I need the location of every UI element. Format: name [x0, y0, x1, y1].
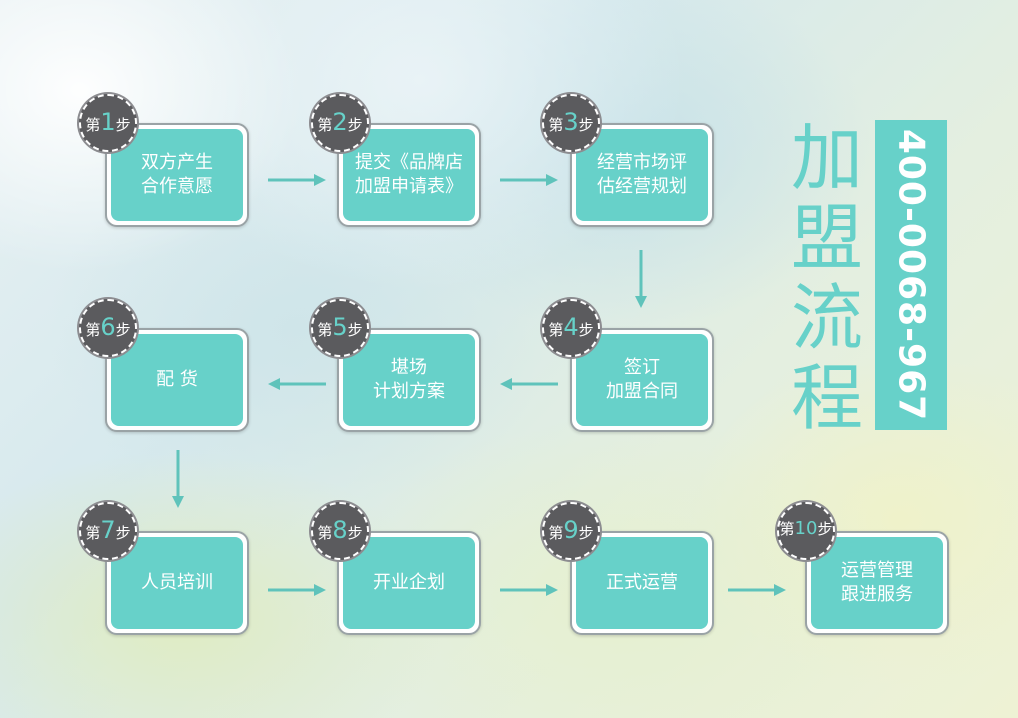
arrow-right-7-8 [268, 584, 326, 596]
arrow-right-8-9 [500, 584, 558, 596]
step-5-badge-prefix: 第 [317, 321, 333, 339]
step-1-badge-number: 1 [100, 108, 116, 136]
step-10-line-2: 跟进服务 [841, 584, 913, 605]
step-3-badge-number: 3 [563, 108, 579, 136]
step-7-badge-number: 7 [100, 516, 116, 544]
step-4-line-1: 签订 [624, 357, 660, 378]
step-2-box: 提交《品牌店 加盟申请表》 [337, 123, 481, 227]
step-10-badge-prefix: 第 [779, 520, 795, 538]
title-char-3: 流 [790, 276, 863, 360]
step-7-badge-prefix: 第 [85, 524, 101, 542]
title-char-1: 加 [790, 116, 863, 200]
step-1-line-2: 合作意愿 [141, 176, 213, 197]
step-9-badge-suffix: 步 [578, 524, 594, 542]
step-10-line-1: 运营管理 [841, 560, 913, 581]
step-5-line-2: 计划方案 [373, 381, 445, 402]
step-8-box: 开业企划 [337, 531, 481, 635]
step-1-box: 双方产生 合作意愿 [105, 123, 249, 227]
step-2-line-1: 提交《品牌店 [355, 152, 463, 173]
step-8-content: 开业企划 [343, 537, 475, 629]
step-7-badge-suffix: 步 [115, 524, 131, 542]
step-3-content: 经营市场评 估经营规划 [576, 129, 708, 221]
step-4-badge-suffix: 步 [578, 321, 594, 339]
step-9-badge-prefix: 第 [548, 524, 564, 542]
step-3-badge-prefix: 第 [548, 116, 564, 134]
step-7-content: 人员培训 [111, 537, 243, 629]
step-5-badge-suffix: 步 [347, 321, 363, 339]
step-5-badge-number: 5 [332, 313, 348, 341]
step-8-line-1: 开业企划 [373, 572, 445, 593]
step-6-badge-suffix: 步 [115, 321, 131, 339]
step-1-badge-prefix: 第 [85, 116, 101, 134]
step-10-content: 运营管理 跟进服务 [811, 537, 943, 629]
step-5-line-1: 堪场 [391, 357, 427, 378]
step-9-line-1: 正式运营 [606, 572, 678, 593]
arrow-down-3-4 [635, 250, 647, 308]
step-2-badge-suffix: 步 [347, 116, 363, 134]
step-6-badge-prefix: 第 [85, 321, 101, 339]
step-9-content: 正式运营 [576, 537, 708, 629]
step-1-line-1: 双方产生 [141, 152, 213, 173]
step-9-box: 正式运营 [570, 531, 714, 635]
step-2-content: 提交《品牌店 加盟申请表》 [343, 129, 475, 221]
franchise-process-title: 加 盟 流 程 [782, 118, 872, 438]
step-3-line-2: 估经营规划 [597, 176, 687, 197]
step-1-content: 双方产生 合作意愿 [111, 129, 243, 221]
step-4-line-2: 加盟合同 [606, 381, 678, 402]
step-10-badge-number: 10 [794, 518, 818, 539]
step-2-line-2: 加盟申请表》 [355, 176, 463, 197]
step-2-badge-prefix: 第 [317, 116, 333, 134]
title-char-2: 盟 [790, 196, 863, 280]
step-8-badge-number: 8 [332, 516, 348, 544]
step-3-badge-suffix: 步 [578, 116, 594, 134]
hotline-number: 400-0068-967 [890, 128, 932, 422]
arrow-right-1-2 [268, 174, 326, 186]
arrow-left-4-5 [500, 378, 558, 390]
arrow-right-2-3 [500, 174, 558, 186]
step-7-line-1: 人员培训 [141, 572, 213, 593]
arrow-left-5-6 [268, 378, 326, 390]
hotline-box: 400-0068-967 [875, 120, 947, 430]
step-3-line-1: 经营市场评 [597, 152, 687, 173]
step-10-box: 运营管理 跟进服务 [805, 531, 949, 635]
step-6-line-1: 配 货 [156, 369, 198, 390]
step-9-badge-number: 9 [563, 516, 579, 544]
step-1-badge-suffix: 步 [115, 116, 131, 134]
arrow-right-9-10 [728, 584, 786, 596]
step-5-content: 堪场 计划方案 [343, 334, 475, 426]
step-10-badge-suffix: 步 [817, 520, 833, 538]
step-4-badge-number: 4 [563, 313, 579, 341]
title-char-4: 程 [790, 356, 863, 440]
step-8-badge-suffix: 步 [347, 524, 363, 542]
step-4-content: 签订 加盟合同 [576, 334, 708, 426]
step-4-badge-prefix: 第 [548, 321, 564, 339]
step-2-badge-number: 2 [332, 108, 348, 136]
step-6-badge-number: 6 [100, 313, 116, 341]
step-8-badge-prefix: 第 [317, 524, 333, 542]
step-6-content: 配 货 [111, 334, 243, 426]
arrow-down-6-7 [172, 450, 184, 508]
step-7-box: 人员培训 [105, 531, 249, 635]
